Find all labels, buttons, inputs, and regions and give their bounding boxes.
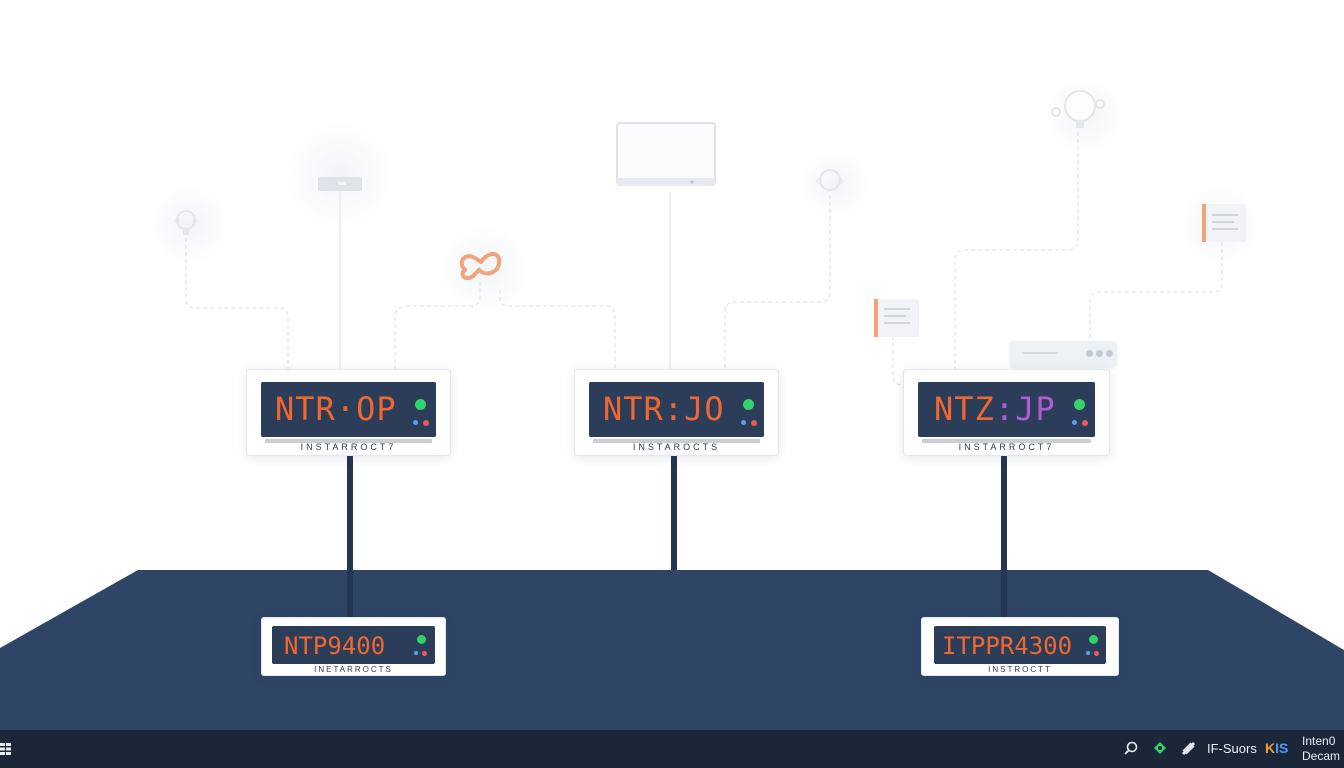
device-readout-part: :JP (994, 390, 1056, 428)
status-led-green (417, 635, 426, 644)
connector-pole (671, 455, 677, 570)
device-readout: NTZ:JP (934, 390, 1056, 428)
status-led-blue (741, 420, 746, 425)
device-bar (593, 439, 760, 443)
device-card-2[interactable]: NTR:JO INSTAROCTS (574, 369, 779, 456)
device-caption: INSTROCTT (988, 665, 1052, 674)
base-device-card-2[interactable]: ITPPR4300 INSTROCTT (921, 617, 1119, 676)
tools-icon[interactable] (1181, 741, 1196, 756)
device-card-3[interactable]: NTZ:JP INSTARROCT7 (903, 369, 1110, 456)
status-led-red (422, 651, 427, 656)
status-led-green (1089, 635, 1098, 644)
clock-line-2: Decam (1302, 749, 1341, 763)
device-caption: INSTARROCT7 (958, 442, 1055, 452)
device-readout: NTR:JO (603, 390, 725, 428)
status-led-blue (414, 651, 418, 655)
taskbar-app-label[interactable]: IF-Suors (1207, 741, 1257, 756)
status-led-red (1082, 420, 1088, 426)
device-display: NTP9400 (272, 626, 435, 664)
glow (150, 185, 230, 265)
device-caption: INETARROCTS (314, 665, 393, 674)
document-icon (874, 299, 919, 337)
device-bar (265, 439, 432, 443)
link-icon (455, 242, 505, 287)
device-readout-part: NTZ (934, 390, 995, 428)
device-display: NTZ:JP (918, 382, 1095, 443)
glow (800, 150, 870, 220)
start-icon[interactable] (0, 742, 12, 755)
connector-pole (347, 455, 353, 625)
device-card-1[interactable]: NTR·OP INSTARROCT7 (246, 369, 451, 456)
device-caption: INSTAROCTS (632, 442, 721, 452)
taskbar-kis-label[interactable]: KIS (1265, 740, 1289, 756)
glow (440, 225, 530, 315)
taskbar-clock[interactable]: Inten0 Decam (1302, 734, 1340, 764)
device-readout: NTR·OP (275, 390, 397, 428)
taskbar: IF-Suors KIS Inten0 Decam (0, 730, 1344, 768)
clock-line-1: Inten0 (1302, 734, 1336, 748)
device-readout: NTP9400 (284, 632, 386, 660)
monitor-icon (616, 122, 716, 192)
status-led-green (415, 399, 426, 410)
shield-icon[interactable] (1153, 741, 1167, 755)
status-led-blue (1072, 420, 1077, 425)
status-led-blue (413, 420, 418, 425)
device-display: ITPPR4300 (934, 626, 1106, 664)
router-icon (1010, 341, 1117, 367)
status-led-red (751, 420, 757, 426)
device-readout: ITPPR4300 (942, 632, 1073, 660)
search-icon[interactable] (1124, 741, 1138, 755)
bulb-icon (816, 166, 844, 194)
router-icon (318, 177, 362, 191)
device-caption: INSTARROCT7 (300, 442, 397, 452)
connector-pole (1001, 455, 1007, 625)
status-led-red (423, 420, 429, 426)
base-device-card-1[interactable]: NTP9400 INETARROCTS (261, 617, 446, 676)
device-display: NTR:JO (589, 382, 764, 443)
bulb-icon (174, 208, 198, 235)
status-led-blue (1086, 651, 1090, 655)
status-led-green (743, 399, 754, 410)
device-bar (922, 439, 1091, 443)
document-icon (1202, 204, 1246, 242)
bulb-icon (1050, 88, 1106, 132)
device-display: NTR·OP (261, 382, 436, 443)
status-led-red (1094, 651, 1099, 656)
status-led-green (1074, 399, 1085, 410)
